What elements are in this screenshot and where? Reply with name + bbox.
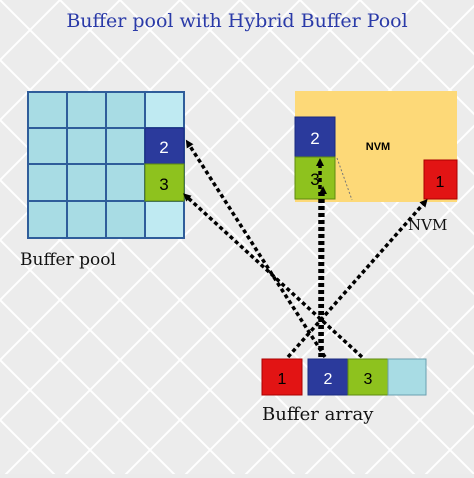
buffer-array-caption: Buffer array — [262, 404, 374, 425]
buffer-array-slot-1 — [261, 358, 303, 396]
nvm-page-1-label: 1 — [436, 174, 445, 191]
buffer-array-slot-1-label: 1 — [278, 371, 287, 388]
buffer-pool-page-3 — [144, 163, 185, 202]
buffer-array-slot-2-label: 2 — [324, 371, 333, 388]
arrows — [183, 139, 428, 359]
nvm-page-2-label: 2 — [310, 129, 319, 148]
buffer-array-slot-3 — [347, 358, 389, 396]
nvm-page-3 — [294, 156, 336, 200]
nvm-page-2 — [294, 116, 336, 158]
buffer-array-slot-3-label: 3 — [364, 371, 373, 388]
buffer-pool-empty-cell — [144, 91, 185, 129]
buffer-pool-page-3-label: 3 — [159, 175, 168, 194]
arrow-array-3-to-pool-3 — [183, 193, 364, 359]
nvm-page-1 — [423, 159, 458, 200]
nvm-region: NVM 2 3 1 — [294, 91, 458, 202]
nvm-caption: NVM — [408, 216, 448, 234]
arrow-array-2-to-pool-2 — [185, 139, 327, 358]
buffer-pool-grid: 2 3 — [27, 91, 185, 239]
buffer-pool-page-2-label: 2 — [159, 138, 168, 157]
nvm-page-3-label: 3 — [310, 170, 319, 189]
buffer-pool-caption: Buffer pool — [20, 250, 116, 270]
nvm-box-label: NVM — [366, 141, 390, 153]
buffer-array-slot-2 — [307, 358, 349, 396]
buffer-array-slot-4 — [387, 358, 427, 396]
buffer-array: 1 2 3 — [261, 358, 427, 396]
page-title: Buffer pool with Hybrid Buffer Pool — [66, 10, 408, 32]
nvm-dashed-guide — [336, 157, 353, 201]
buffer-pool-empty-cell — [144, 200, 185, 239]
